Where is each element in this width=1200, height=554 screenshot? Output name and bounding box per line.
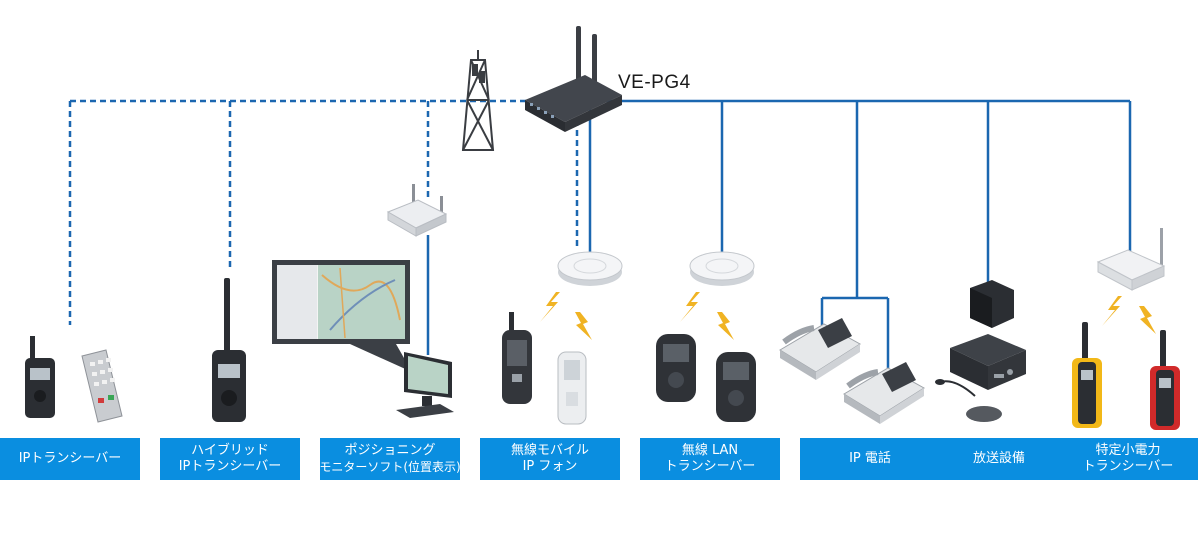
label-line: IPトランシーバー xyxy=(18,451,122,466)
microphone-icon xyxy=(935,379,1002,422)
label-hybrid-ip-transceiver: ハイブリッド IPトランシーバー xyxy=(160,438,300,480)
label-positioning-monitor-software: ポジショニング モニターソフト(位置表示) xyxy=(319,438,461,480)
white-ip-phone-icon xyxy=(557,351,587,425)
wlan-transceiver-icon-1 xyxy=(656,334,696,402)
ip-transceiver-radio-icon xyxy=(25,336,55,418)
ip-transceiver-keypad-icon xyxy=(81,349,123,423)
lightning-icons xyxy=(540,292,1156,340)
zoom-callout xyxy=(350,344,412,372)
speaker-icon xyxy=(970,280,1014,328)
label-ip-phone: IP 電話 xyxy=(800,438,940,480)
repeater-icon xyxy=(1096,228,1166,291)
label-line: モニターソフト(位置表示) xyxy=(319,460,461,474)
label-line: ハイブリッド xyxy=(191,443,269,458)
label-ip-transceiver: IPトランシーバー xyxy=(0,438,140,480)
antenna-tower-icon xyxy=(461,50,495,151)
label-broadcast-equipment: 放送設備 xyxy=(929,438,1069,480)
label-line: 特定小電力 xyxy=(1095,443,1161,458)
pc-monitor-icon xyxy=(396,352,454,418)
label-line: IPトランシーバー xyxy=(178,459,282,474)
label-wireless-lan-transceiver: 無線 LAN トランシーバー xyxy=(640,438,780,480)
gateway-router-icon xyxy=(525,26,622,132)
label-line: 放送設備 xyxy=(972,451,1025,466)
label-specified-low-power-transceiver: 特定小電力 トランシーバー xyxy=(1058,438,1198,480)
label-line: IP 電話 xyxy=(849,451,891,466)
amplifier-icon xyxy=(950,334,1026,390)
hybrid-ip-transceiver-radio-icon xyxy=(212,278,246,422)
label-line: トランシーバー xyxy=(664,459,756,474)
wlan-transceiver-icon-2 xyxy=(716,352,756,422)
label-line: トランシーバー xyxy=(1082,459,1174,474)
desk-phone-icon-1 xyxy=(779,318,861,380)
desk-phone-icon-2 xyxy=(843,362,925,424)
solid-connections xyxy=(426,99,1132,368)
access-point-icon-2 xyxy=(689,251,755,286)
yellow-transceiver-icon xyxy=(1072,322,1102,428)
red-transceiver-icon xyxy=(1150,330,1180,430)
rugged-ip-phone-icon xyxy=(502,312,532,404)
label-line: ポジショニング xyxy=(344,443,436,458)
label-wireless-mobile-ip-phone: 無線モバイル IP フォン xyxy=(480,438,620,480)
access-point-icon-1 xyxy=(557,251,623,286)
gateway-label: VE-PG4 xyxy=(618,72,691,93)
dashed-connections xyxy=(68,99,579,325)
label-line: 無線 LAN xyxy=(681,443,739,458)
wired-router-icon xyxy=(386,184,448,237)
label-line: 無線モバイル xyxy=(510,443,589,458)
large-monitor-map-icon xyxy=(272,260,410,344)
label-line: IP フォン xyxy=(522,459,578,474)
